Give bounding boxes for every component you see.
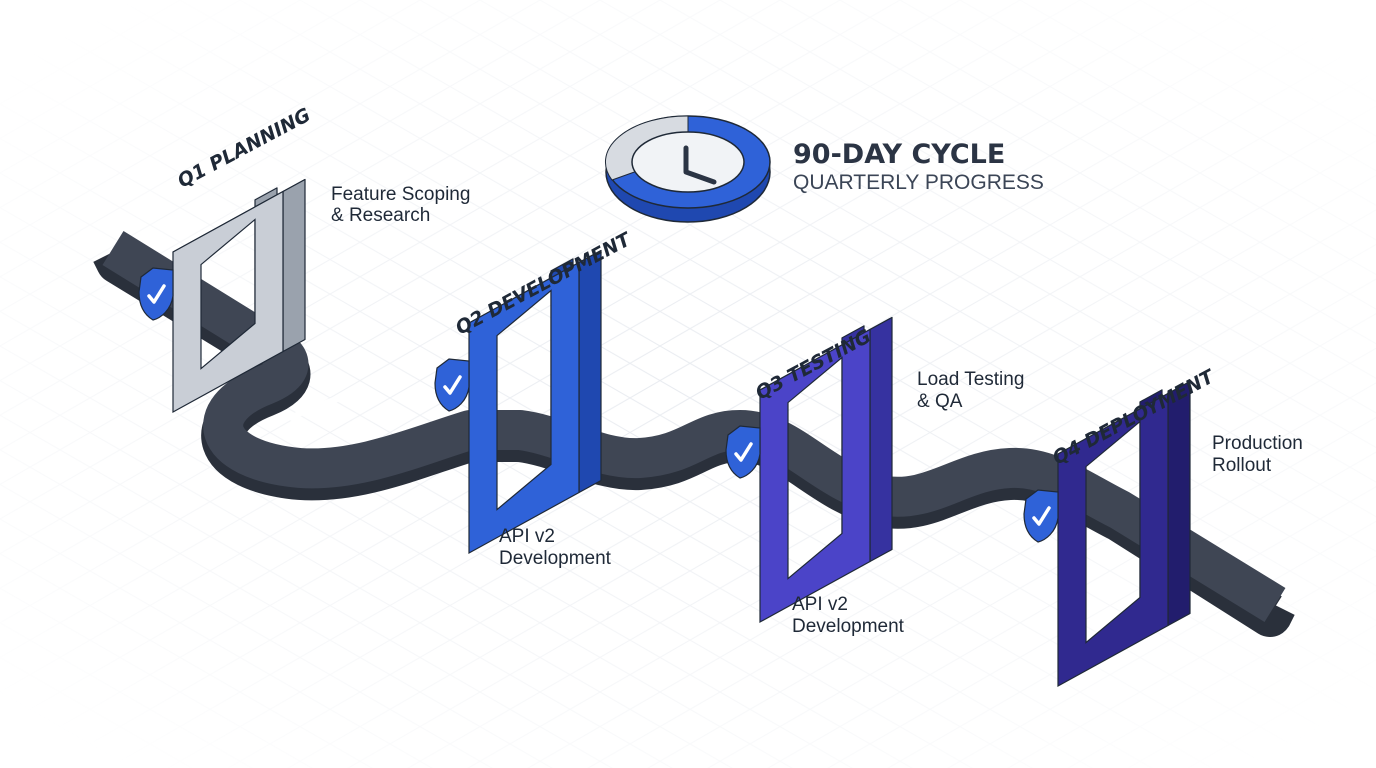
road: [93, 230, 1295, 637]
checkmark-icon: [443, 375, 462, 395]
checkmark-icon: [1032, 506, 1051, 526]
gate-front-face: [468, 261, 580, 555]
gate-q2: [468, 249, 602, 555]
checkmark-icon: [147, 284, 166, 304]
gate-side-face: [869, 316, 893, 563]
gate-side-face: [1167, 380, 1191, 627]
gate-front-face: [759, 328, 871, 624]
clock-icon: [683, 145, 717, 185]
gate-q3: [759, 316, 893, 624]
phase-extra-q3-line1: API v2: [792, 594, 848, 615]
shield-check-icon: [725, 425, 761, 479]
phase-desc-q1-line1: Feature Scoping: [331, 184, 470, 205]
phase-desc-q3-line1: Load Testing: [917, 369, 1024, 390]
cycle-subtitle: QUARTERLY PROGRESS: [793, 171, 1044, 194]
road-surface: [102, 230, 1286, 623]
road-inner-gap: [289, 395, 343, 421]
phase-desc-q4-line1: Production: [1212, 433, 1303, 454]
checkmark-icon: [734, 442, 753, 462]
gate-q1: [172, 178, 306, 414]
phase-desc-q2-line2: Development: [499, 548, 612, 569]
phase-desc-q2-line1: API v2: [499, 526, 555, 547]
shield-check-icon: [434, 358, 470, 412]
gate-front-face: [1057, 392, 1169, 688]
cycle-title: 90-DAY CYCLE: [793, 139, 1005, 170]
gate-side-face: [282, 178, 306, 353]
shield-check-icon: [1023, 489, 1059, 543]
phase-desc-q3-line2: & QA: [917, 391, 963, 412]
gate-side-face: [578, 249, 602, 494]
phase-desc-q4-line2: Rollout: [1212, 455, 1272, 476]
gate-q4: [1057, 380, 1191, 688]
phase-desc-q1-line2: & Research: [331, 205, 430, 226]
shield-check-icon: [138, 267, 174, 321]
gate-front-face: [172, 190, 284, 414]
cycle-clock: [605, 115, 771, 223]
phase-extra-q3-line2: Development: [792, 616, 905, 637]
